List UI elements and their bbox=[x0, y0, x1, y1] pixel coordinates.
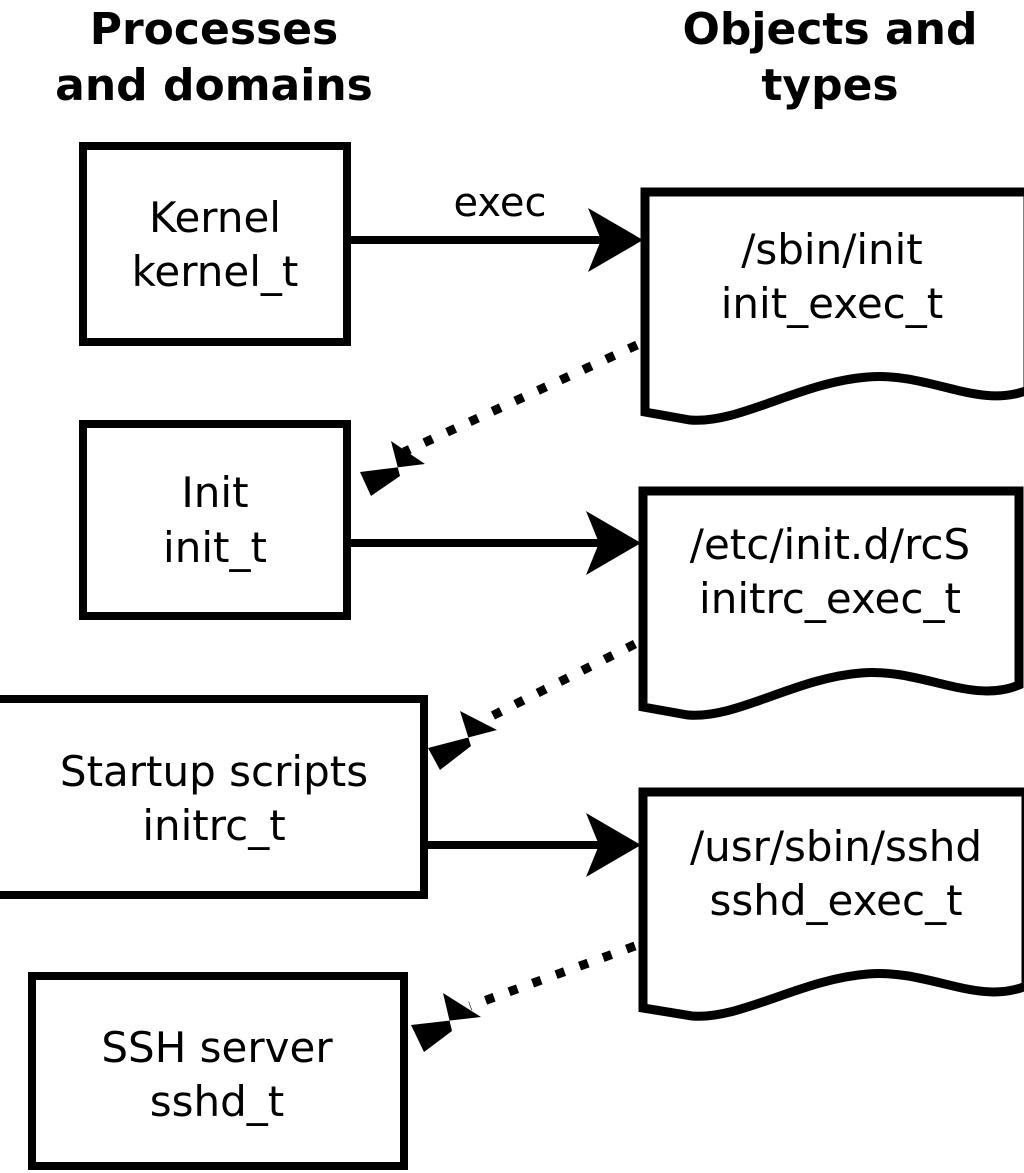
process-node-sshd-box[interactable] bbox=[28, 972, 408, 1170]
object-node-init-exec-line2: init_exec_t bbox=[721, 279, 944, 328]
edge-initrc-exec-to-initrc-line bbox=[477, 639, 638, 727]
edge-sshd-exec-to-sshd-arrowhead bbox=[411, 993, 481, 1052]
object-node-sshd-exec-line2: sshd_exec_t bbox=[709, 876, 962, 925]
object-node-initrc-exec-line2: initrc_exec_t bbox=[699, 574, 961, 623]
process-node-kernel-box[interactable] bbox=[79, 142, 351, 346]
edge-kernel-to-init-exec: exec bbox=[350, 180, 643, 272]
object-node-init-exec[interactable]: /sbin/init init_exec_t bbox=[640, 187, 1024, 425]
edge-init-to-initrc-exec-arrowhead bbox=[586, 511, 641, 575]
edge-initrc-to-sshd-exec-arrowhead bbox=[586, 813, 641, 877]
process-node-init-line1: Init bbox=[181, 468, 248, 517]
process-node-init-line2: init_t bbox=[163, 523, 267, 572]
process-node-initrc[interactable]: Startup scripts initrc_t bbox=[0, 695, 428, 899]
object-node-init-exec-document[interactable] bbox=[640, 187, 1024, 425]
process-node-kernel[interactable]: Kernel kernel_t bbox=[79, 142, 351, 346]
process-node-init[interactable]: Init init_t bbox=[79, 420, 351, 620]
object-node-initrc-exec[interactable]: /etc/init.d/rcS initrc_exec_t bbox=[638, 486, 1024, 720]
process-node-initrc-box[interactable] bbox=[0, 695, 428, 899]
object-node-sshd-exec-document[interactable] bbox=[638, 787, 1024, 1021]
process-node-sshd-line1: SSH server bbox=[101, 1023, 333, 1072]
edge-sshd-exec-to-sshd bbox=[411, 941, 637, 1052]
process-node-kernel-line2: kernel_t bbox=[132, 247, 299, 296]
process-node-initrc-line2: initrc_t bbox=[142, 801, 285, 850]
process-node-sshd[interactable]: SSH server sshd_t bbox=[28, 972, 408, 1170]
edge-label-exec: exec bbox=[454, 180, 547, 226]
object-node-initrc-exec-line1: /etc/init.d/rcS bbox=[690, 520, 970, 569]
column-header-objects: Objects and types bbox=[683, 4, 978, 111]
process-node-init-box[interactable] bbox=[79, 420, 351, 620]
process-node-initrc-line1: Startup scripts bbox=[60, 747, 368, 796]
column-header-objects-line1: Objects and bbox=[683, 4, 978, 55]
edge-kernel-to-init-exec-arrowhead bbox=[588, 208, 643, 272]
edge-init-exec-to-init-line bbox=[402, 340, 639, 457]
edge-initrc-to-sshd-exec bbox=[428, 813, 641, 877]
process-node-sshd-line2: sshd_t bbox=[150, 1077, 285, 1126]
column-header-processes: Processes and domains bbox=[55, 4, 373, 111]
edge-init-exec-to-init-arrowhead bbox=[360, 441, 425, 496]
column-header-processes-line2: and domains bbox=[55, 60, 373, 111]
column-header-processes-line1: Processes bbox=[90, 4, 339, 55]
column-header-objects-line2: types bbox=[761, 60, 898, 111]
edge-initrc-exec-to-initrc-arrowhead bbox=[428, 711, 497, 770]
object-node-sshd-exec-line1: /usr/sbin/sshd bbox=[690, 822, 982, 871]
edge-init-to-initrc-exec bbox=[350, 511, 641, 575]
edge-init-exec-to-init bbox=[360, 340, 639, 496]
object-node-initrc-exec-document[interactable] bbox=[638, 486, 1024, 720]
edge-sshd-exec-to-sshd-line bbox=[468, 941, 637, 1011]
object-node-sshd-exec[interactable]: /usr/sbin/sshd sshd_exec_t bbox=[638, 787, 1024, 1021]
object-node-init-exec-line1: /sbin/init bbox=[741, 225, 923, 274]
edge-initrc-exec-to-initrc bbox=[428, 639, 638, 770]
process-node-kernel-line1: Kernel bbox=[149, 193, 281, 242]
